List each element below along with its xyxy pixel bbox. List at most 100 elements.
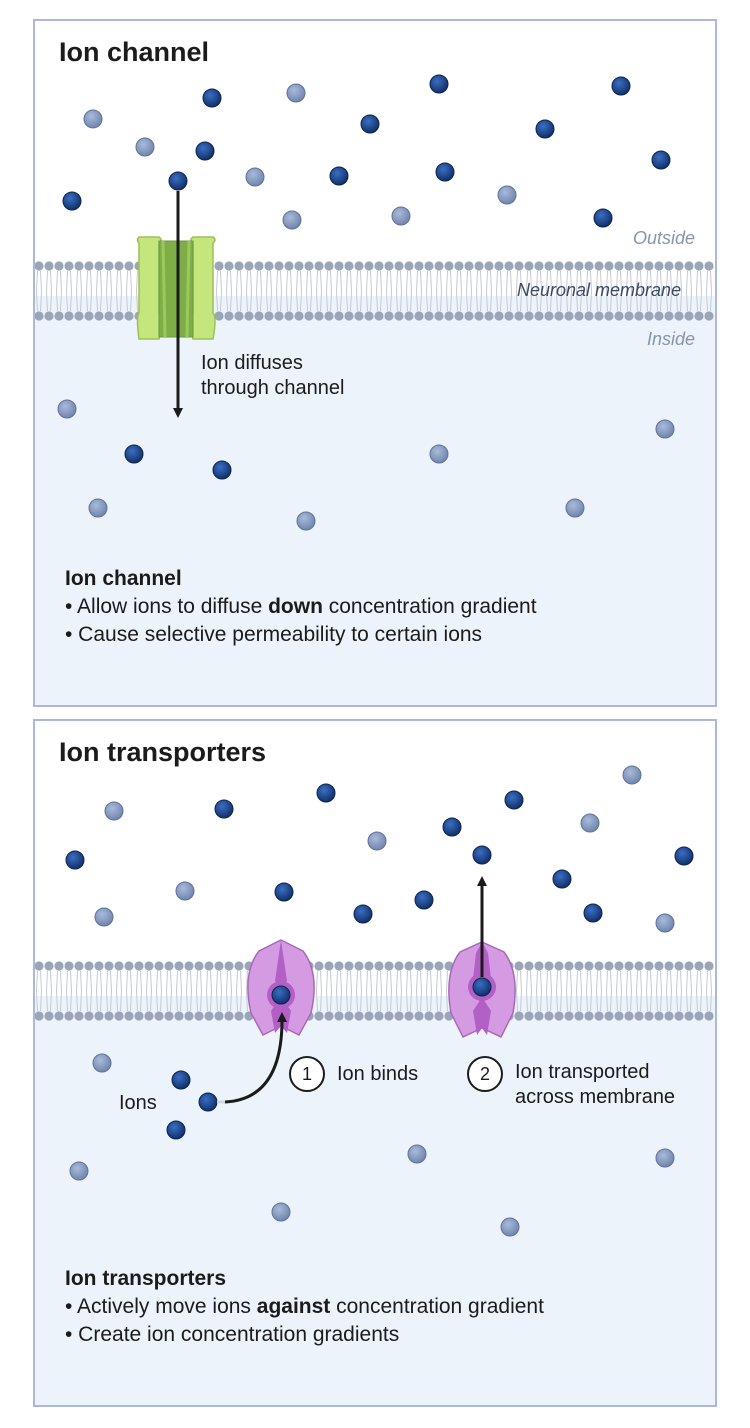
ion-dark [212, 460, 232, 480]
lipid-head [554, 261, 564, 271]
lipid-head [184, 1011, 194, 1021]
lipid-head [594, 1011, 604, 1021]
lipid-head [384, 261, 394, 271]
ion-light [282, 210, 302, 230]
lipid-head [154, 1011, 164, 1021]
ion-dark [166, 1120, 186, 1140]
lipid-head [534, 311, 544, 321]
lipid-head [294, 311, 304, 321]
ion-light [429, 444, 449, 464]
lipid-head [304, 261, 314, 271]
lipid-head [684, 1011, 694, 1021]
lipid-head [614, 261, 624, 271]
ion-light [367, 831, 387, 851]
ion-dark [472, 845, 492, 865]
ion-dark [435, 162, 455, 182]
lipid-head [144, 961, 154, 971]
lipid-head [404, 1011, 414, 1021]
lipid-head [114, 261, 124, 271]
lipid-head [44, 1011, 54, 1021]
ion-light [88, 498, 108, 518]
ion-light [655, 1148, 675, 1168]
lipid-head [624, 961, 634, 971]
lipid-head [384, 1011, 394, 1021]
lipid-head [574, 311, 584, 321]
lipid-head [374, 1011, 384, 1021]
lipid-head [664, 261, 674, 271]
lipid-head [84, 311, 94, 321]
ion-light [655, 913, 675, 933]
ion-transporters-panel: Ion transporters Ions 1 Ion binds 2 Ion … [33, 719, 717, 1407]
lipid-head [254, 261, 264, 271]
ion-dark [65, 850, 85, 870]
lipid-head [674, 961, 684, 971]
lipid-head [694, 1011, 704, 1021]
lipid-head [594, 261, 604, 271]
ion-dark [353, 904, 373, 924]
lipid-head [474, 311, 484, 321]
lipid-head [694, 261, 704, 271]
ion-light [296, 511, 316, 531]
lipid-head [84, 261, 94, 271]
lipid-head [144, 1011, 154, 1021]
lipid-head [344, 1011, 354, 1021]
ion-dark [202, 88, 222, 108]
lipid-head [414, 1011, 424, 1021]
lipid-head [564, 261, 574, 271]
step-2-label-line1: Ion transported [515, 1061, 650, 1083]
ion-dark [62, 191, 82, 211]
ion-light [104, 801, 124, 821]
lipid-head [654, 961, 664, 971]
ions-label: Ions [119, 1092, 157, 1114]
inside-label: Inside [647, 329, 696, 349]
lipid-head [174, 961, 184, 971]
lipid-head [644, 261, 654, 271]
lipid-head [344, 961, 354, 971]
lipid-head [584, 261, 594, 271]
ion-light [83, 109, 103, 129]
lipid-head [214, 1011, 224, 1021]
lipid-head [124, 961, 134, 971]
lipid-head [484, 261, 494, 271]
transported-ion [472, 977, 492, 997]
lipid-head [364, 311, 374, 321]
panel-title: Ion channel [59, 37, 210, 67]
lipid-head [424, 961, 434, 971]
lipid-head [484, 311, 494, 321]
ion-dark [442, 817, 462, 837]
lipid-head [554, 311, 564, 321]
binding-arrow [224, 1012, 288, 1104]
lipid-head [294, 261, 304, 271]
lipid-head [134, 961, 144, 971]
lipid-head [234, 261, 244, 271]
lipid-head [104, 311, 114, 321]
ion-light [622, 765, 642, 785]
lipid-head [64, 261, 74, 271]
lipid-head [124, 311, 134, 321]
lipid-head [314, 261, 324, 271]
lipid-head [554, 1011, 564, 1021]
ion-light [286, 83, 306, 103]
lipid-head [54, 961, 64, 971]
lipid-head [624, 311, 634, 321]
lipid-head [54, 311, 64, 321]
panel-title: Ion transporters [59, 737, 267, 767]
lipid-head [584, 311, 594, 321]
lipid-head [684, 311, 694, 321]
lipid-head [314, 1011, 324, 1021]
lipid-head [394, 311, 404, 321]
inside-region [35, 996, 715, 1405]
lipid-head [54, 261, 64, 271]
step-1-badge: 1 [289, 1056, 325, 1092]
lipid-head [164, 961, 174, 971]
lipid-head [354, 961, 364, 971]
lipid-head [454, 311, 464, 321]
ion-light [500, 1217, 520, 1237]
lipid-head [164, 1011, 174, 1021]
lipid-head [444, 261, 454, 271]
lipid-head [334, 1011, 344, 1021]
lipid-head [704, 961, 714, 971]
lipid-head [44, 961, 54, 971]
lipid-head [234, 1011, 244, 1021]
lipid-head [654, 311, 664, 321]
